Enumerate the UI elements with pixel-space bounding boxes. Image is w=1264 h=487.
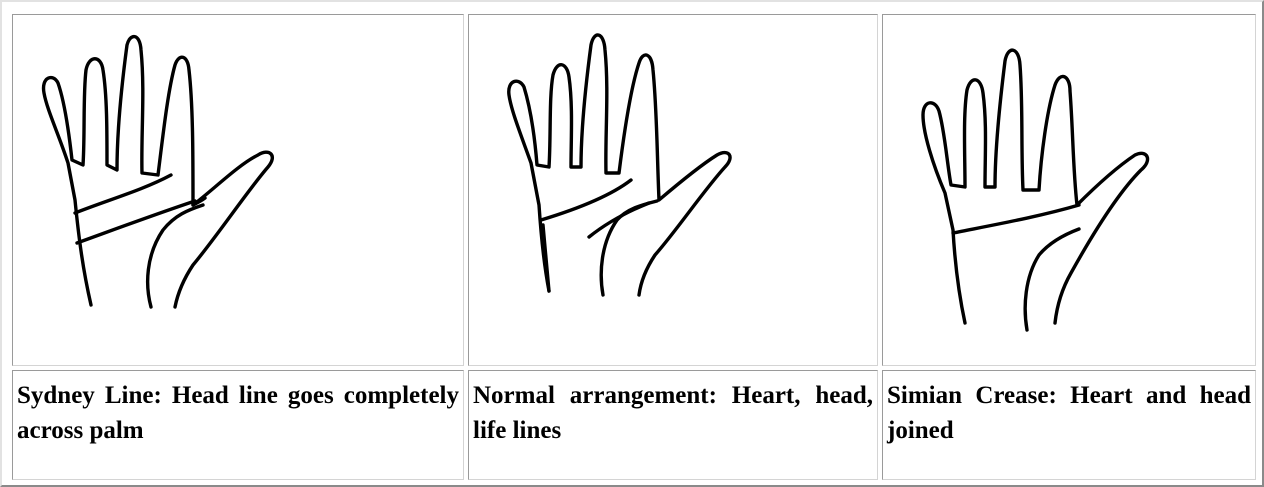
normal-arrangement-palm-drawing: [469, 15, 879, 367]
heart-line: [541, 180, 631, 220]
caption-sydney-line: Sydney Line: Head line goes completely a…: [12, 370, 464, 480]
thumb-base-line: [601, 201, 657, 295]
thumb-base-line: [148, 205, 203, 307]
caption-simian-crease: Simian Crease: Heart and head joined: [882, 370, 1256, 480]
hand-outline: [923, 50, 1148, 323]
simian-crease-line: [953, 205, 1079, 233]
hand-outline: [44, 37, 273, 307]
image-cell-normal-arrangement: [468, 14, 878, 366]
image-cell-simian-crease: [882, 14, 1256, 366]
simian-crease-palm-drawing: [883, 15, 1257, 367]
sydney-line-palm-drawing: [13, 15, 465, 367]
thumb-base-line: [1025, 229, 1079, 330]
hand-outline: [509, 35, 730, 295]
heart-line: [75, 175, 171, 213]
caption-normal-arrangement: Normal arrangement: Heart, head, life li…: [468, 370, 878, 480]
image-cell-sydney-line: [12, 14, 464, 366]
